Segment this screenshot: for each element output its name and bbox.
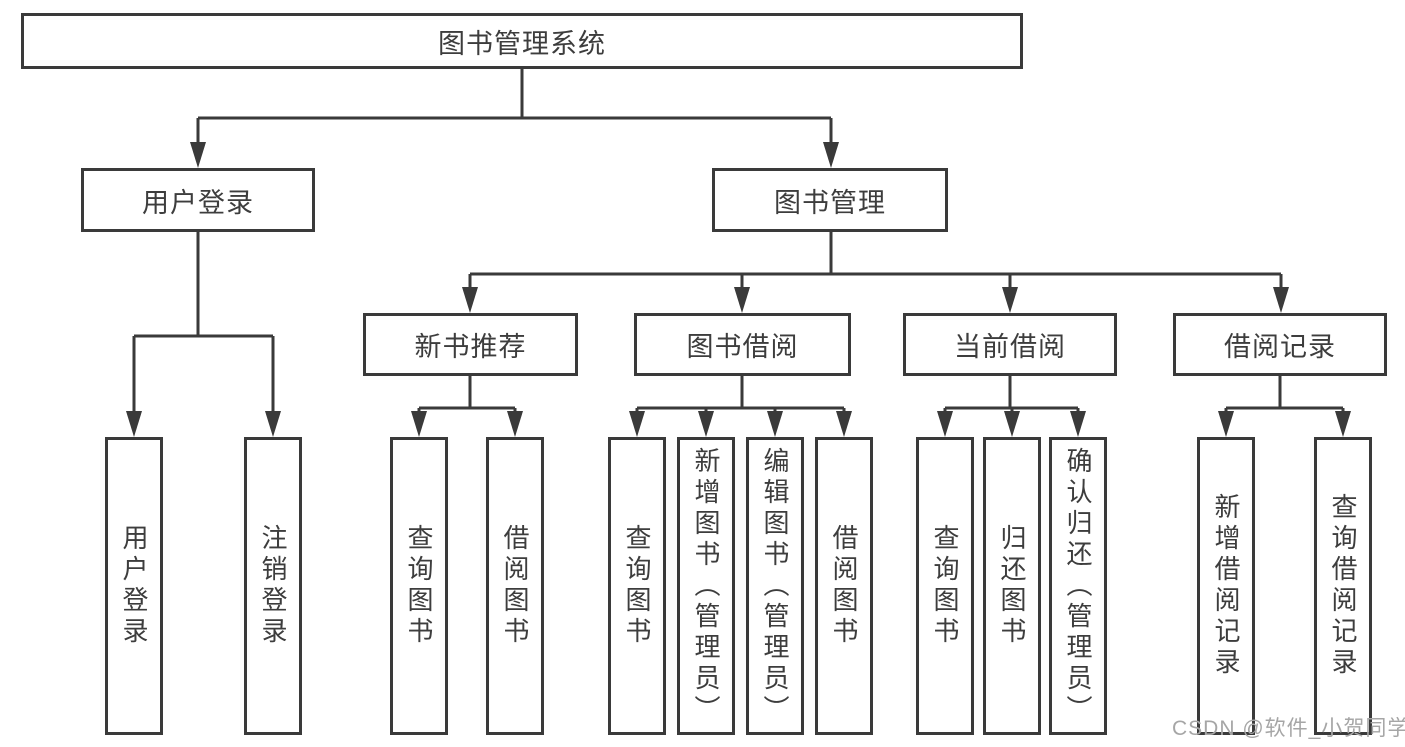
node-leaf-query-borrow-record: 查询借阅记录 [1314, 437, 1372, 735]
connector-book-borrowing-split [629, 376, 852, 437]
node-book-management: 图书管理 [712, 168, 948, 232]
node-leaf-query-books-c: 查询图书 [916, 437, 974, 735]
node-leaf-user-login: 用户登录 [105, 437, 163, 735]
node-leaf-query-books-a: 查询图书 [390, 437, 448, 735]
node-leaf-edit-books-admin: 编辑图书（管理员） [746, 437, 804, 735]
node-leaf-add-borrow-record: 新增借阅记录 [1197, 437, 1255, 735]
node-borrowing-records: 借阅记录 [1173, 313, 1387, 376]
node-new-book-recommendation: 新书推荐 [363, 313, 578, 376]
node-leaf-return-books: 归还图书 [983, 437, 1041, 735]
connector-root-split [190, 69, 839, 168]
node-leaf-confirm-return-admin: 确认归还（管理员） [1049, 437, 1107, 735]
connector-borrowing-records-split [1218, 376, 1351, 437]
node-leaf-add-books-admin: 新增图书（管理员） [677, 437, 735, 735]
connector-book-management-split [462, 232, 1289, 313]
node-user-login: 用户登录 [81, 168, 315, 232]
connector-user-login-split [126, 232, 281, 437]
connector-current-borrowing-split [937, 376, 1086, 437]
watermark-text: CSDN @软件_小贺同学 [1172, 717, 1405, 740]
node-book-borrowing: 图书借阅 [634, 313, 851, 376]
node-leaf-logout: 注销登录 [244, 437, 302, 735]
node-leaf-borrow-books-a: 借阅图书 [486, 437, 544, 735]
node-leaf-borrow-books-b: 借阅图书 [815, 437, 873, 735]
node-root: 图书管理系统 [21, 13, 1023, 69]
node-current-borrowing: 当前借阅 [903, 313, 1117, 376]
node-leaf-query-books-b: 查询图书 [608, 437, 666, 735]
connector-new-book-split [411, 376, 523, 437]
